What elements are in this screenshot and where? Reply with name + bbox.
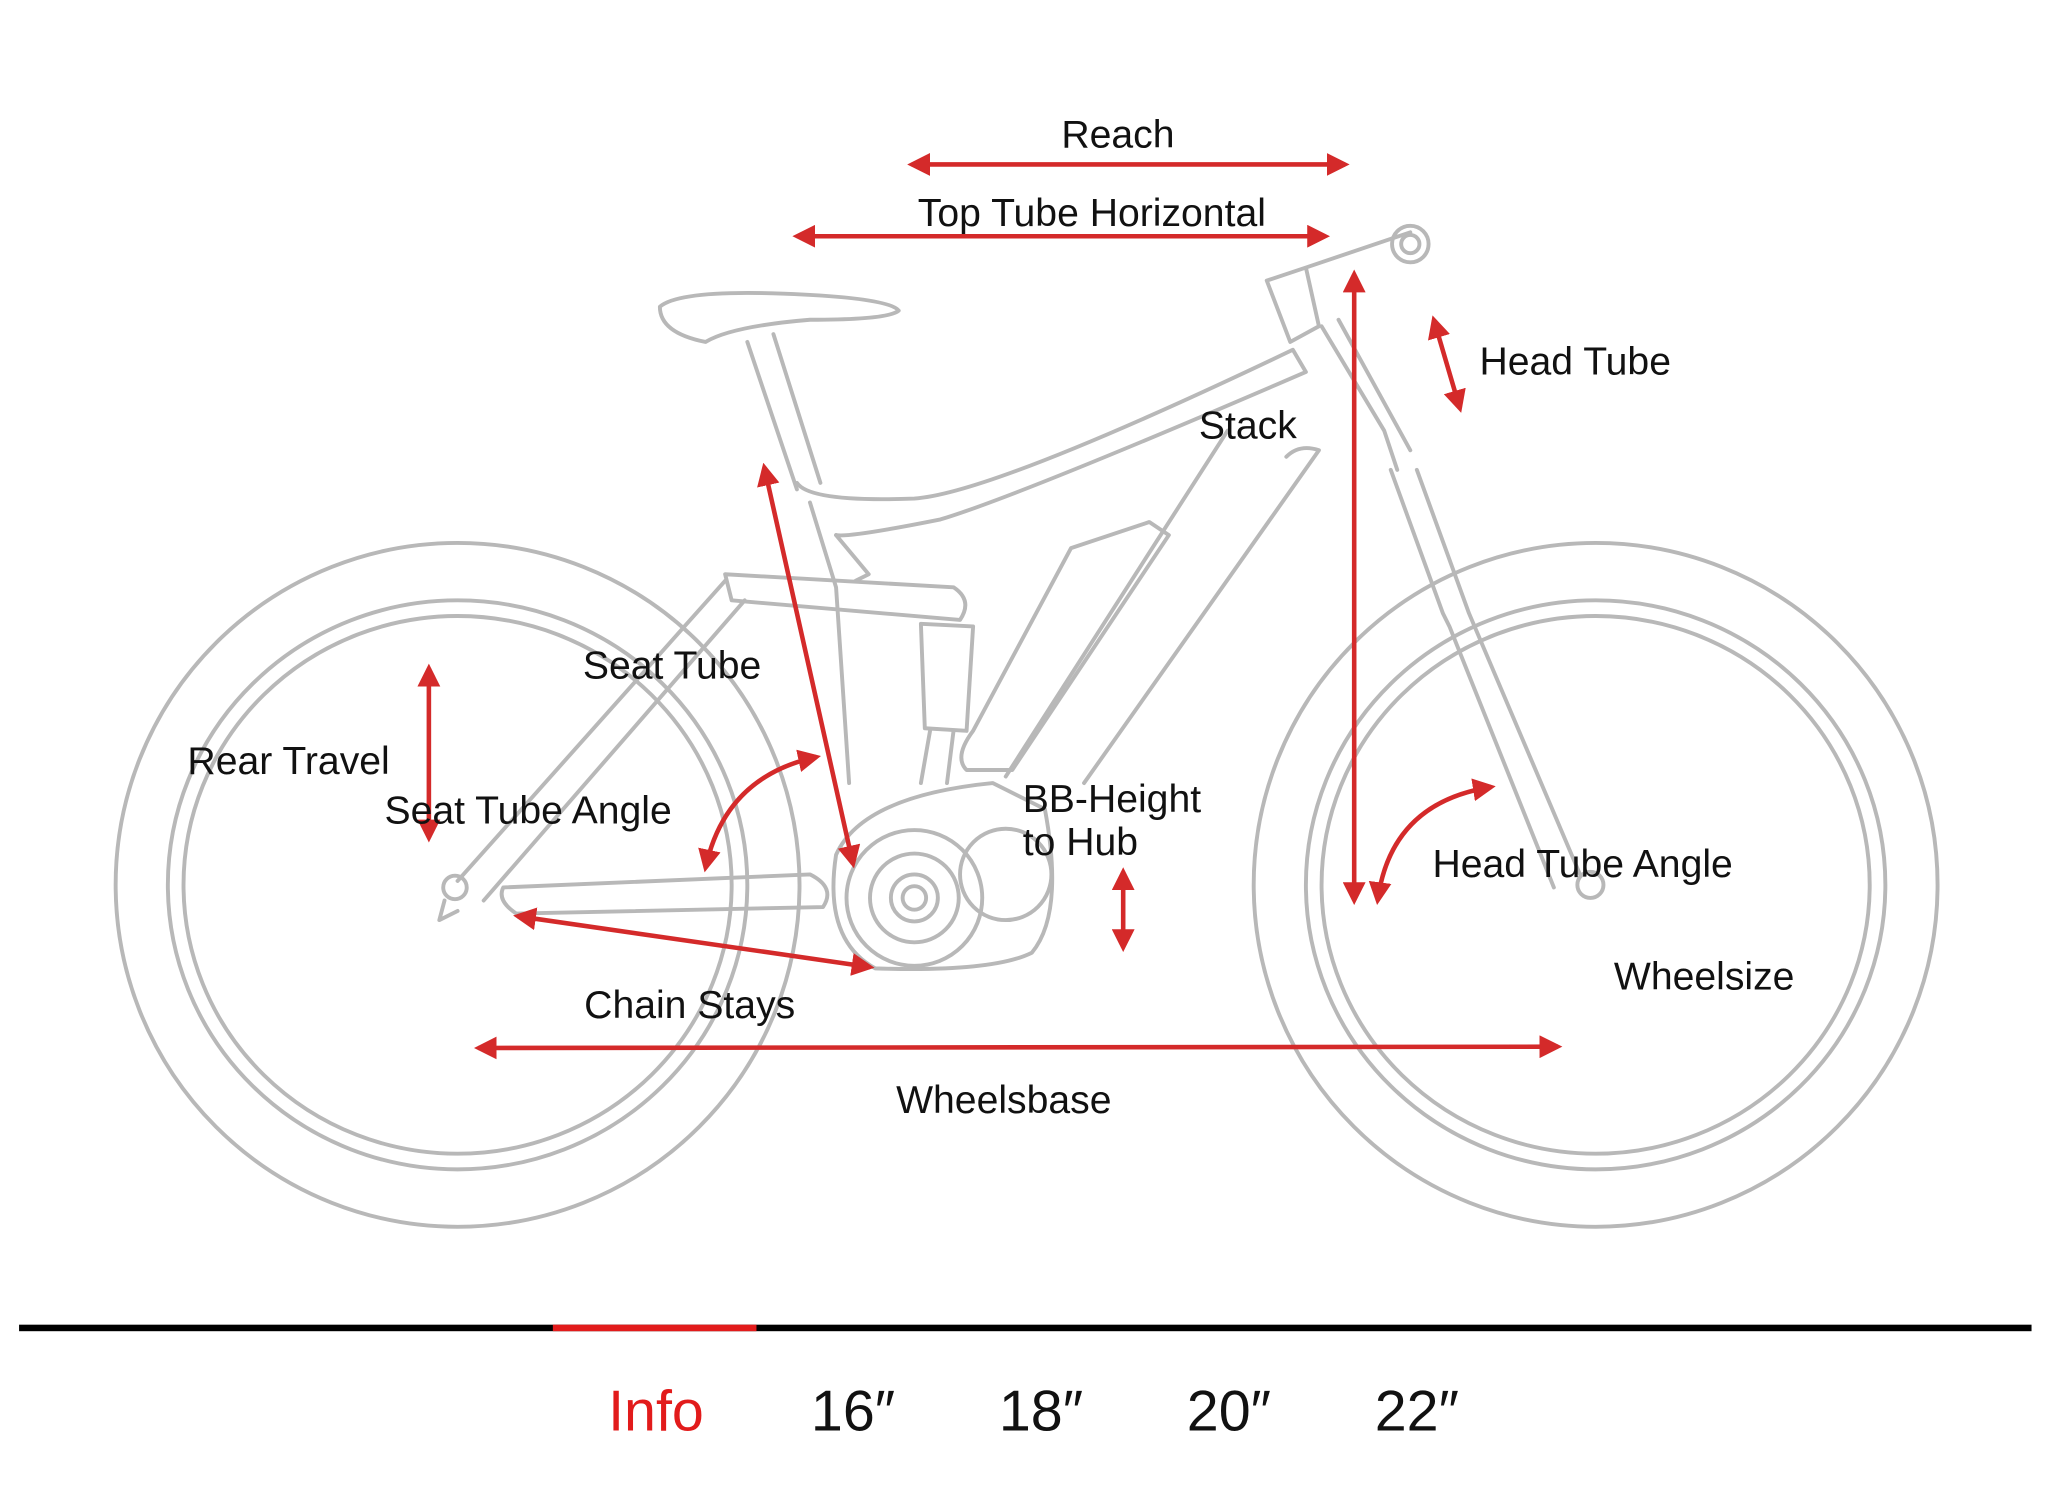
- label-seat-tube-angle: Seat Tube Angle: [385, 790, 672, 833]
- label-bb-height: BB-Height: [1023, 778, 1202, 821]
- label-top-tube-horizontal: Top Tube Horizontal: [918, 192, 1266, 235]
- chain-stays-arrow: [513, 907, 875, 976]
- measurement-arrows: [417, 153, 1563, 1060]
- label-head-tube-angle: Head Tube Angle: [1432, 843, 1732, 886]
- label-wheelsize: Wheelsize: [1614, 955, 1795, 998]
- rear-wheel: [113, 540, 802, 1229]
- head-tube-angle-arrow: [1368, 778, 1496, 906]
- tab-20[interactable]: 20″: [1187, 1379, 1271, 1443]
- tab-16[interactable]: 16″: [811, 1379, 895, 1443]
- front-wheel: [1251, 540, 1940, 1229]
- wheelbase-arrow: [473, 1035, 1563, 1060]
- label-chain-stays: Chain Stays: [584, 984, 795, 1027]
- label-seat-tube: Seat Tube: [583, 645, 761, 688]
- active-tab-indicator: [552, 1324, 757, 1332]
- label-reach: Reach: [1061, 113, 1174, 156]
- tab-info[interactable]: Info: [608, 1379, 704, 1443]
- measurement-labels: Reach Top Tube Horizontal Head Tube Stac…: [187, 113, 1794, 1122]
- tab-18[interactable]: 18″: [999, 1379, 1083, 1443]
- label-rear-travel: Rear Travel: [187, 740, 389, 783]
- tab-22[interactable]: 22″: [1375, 1379, 1459, 1443]
- frame: [437, 223, 1606, 971]
- label-bb-height-to-hub: to Hub: [1023, 821, 1138, 864]
- seat-tube-angle-arrow: [698, 749, 821, 873]
- label-head-tube: Head Tube: [1479, 341, 1671, 384]
- head-tube-arrow: [1428, 315, 1466, 413]
- tab-bar-line: [19, 1324, 2032, 1332]
- seat-tube-arrow: [757, 462, 861, 869]
- label-stack: Stack: [1199, 405, 1297, 448]
- label-wheelsbase: Wheelsbase: [896, 1079, 1111, 1122]
- size-tab-bar: Info 16″ 18″ 20″ 22″: [19, 1324, 2032, 1443]
